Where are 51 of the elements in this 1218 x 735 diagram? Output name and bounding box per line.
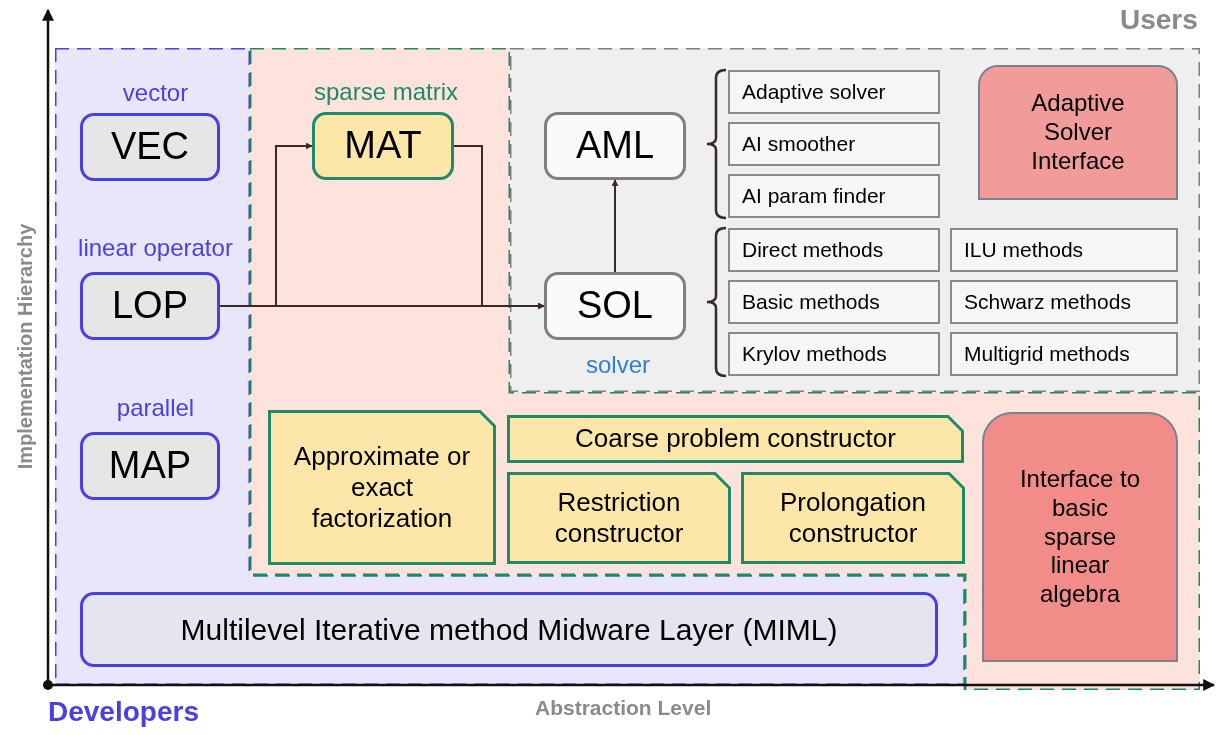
node-label: parallel <box>115 394 196 422</box>
method-box <box>728 122 940 166</box>
node-label: Adaptive solver <box>742 79 886 105</box>
node-label: VEC <box>110 124 190 170</box>
axis-title: Implementation Hierarchy <box>13 222 37 472</box>
method-box <box>950 228 1178 272</box>
node-label: Multigrid methods <box>964 341 1130 367</box>
node-label: vector <box>121 79 190 107</box>
node-label: AI param finder <box>742 183 886 209</box>
arrow <box>611 179 619 273</box>
node-label: solver <box>585 351 651 379</box>
node-label: Interface to basic sparse linear algebra <box>1018 465 1142 609</box>
method-box <box>950 280 1178 324</box>
layer-box <box>80 592 938 667</box>
method-box <box>728 70 940 114</box>
node-label: AI smoother <box>742 131 856 157</box>
node-label: Prolongation constructor <box>779 486 927 550</box>
node-label: Adaptive Solver Interface <box>1030 89 1126 176</box>
role-label: Users <box>1120 4 1198 36</box>
node-label: sparse matrix <box>312 78 459 106</box>
node-label: Multilevel Iterative method Midware Layer (MIML) <box>180 611 838 648</box>
node-label: Schwarz methods <box>964 289 1131 315</box>
node-label: Krylov methods <box>742 341 887 367</box>
method-box <box>728 332 940 376</box>
node-label: AML <box>575 123 655 169</box>
method-box <box>950 332 1178 376</box>
role-label: Developers <box>48 696 199 728</box>
interface-box <box>982 412 1178 662</box>
arrow <box>453 145 545 310</box>
axis-title: Abstraction Level <box>535 696 712 720</box>
method-box <box>728 280 940 324</box>
component-box <box>507 415 964 463</box>
dashed-region <box>510 48 1200 392</box>
node-label: Approximate or exact factorization <box>292 440 472 535</box>
node-label: Basic methods <box>742 289 880 315</box>
node-label: MAP <box>108 443 192 489</box>
interface-box <box>978 65 1178 200</box>
component-box <box>507 472 731 564</box>
node-label: Restriction constructor <box>553 486 685 550</box>
node-label: Coarse problem constructor <box>575 423 896 455</box>
method-box <box>728 228 940 272</box>
node-label: LOP <box>111 283 188 329</box>
component-box <box>741 472 965 564</box>
node-label: Direct methods <box>742 237 884 263</box>
node-label: linear operator <box>77 234 234 262</box>
node-label: ILU methods <box>964 237 1084 263</box>
node-label: SOL <box>576 283 653 329</box>
component-box <box>268 410 496 565</box>
node-label: MAT <box>344 123 422 169</box>
method-box <box>728 174 940 218</box>
module-box <box>544 112 686 180</box>
